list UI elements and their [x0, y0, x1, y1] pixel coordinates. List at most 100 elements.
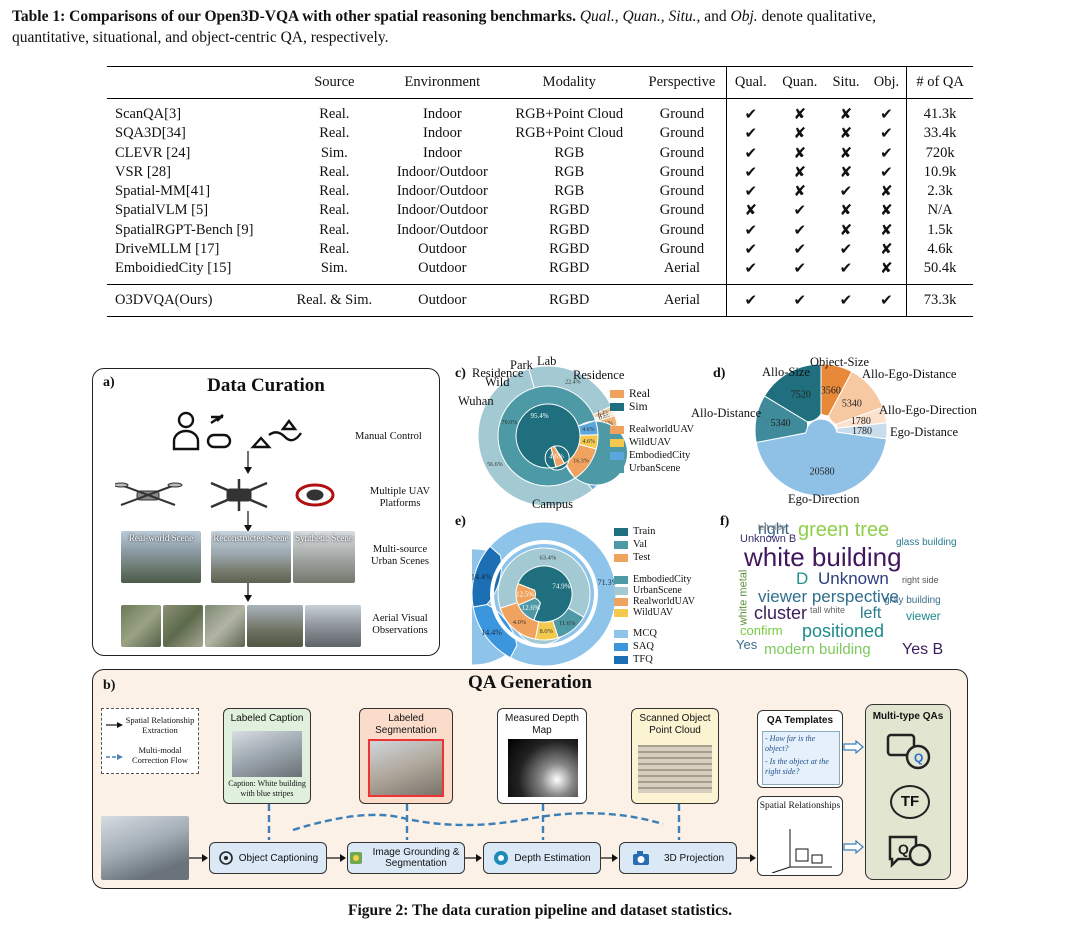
abbr-obj: Obj.	[730, 8, 758, 25]
legend-item: Sim	[610, 401, 648, 413]
table-cell: ✔	[726, 98, 775, 125]
panel-e-label: e)	[455, 514, 466, 529]
table-cell: Ground	[659, 144, 705, 161]
chart-e-middle-label: 8.0%	[540, 628, 554, 635]
real-world-scene-image: Real-world Scene	[121, 531, 201, 583]
panel-d-label: d)	[713, 366, 726, 381]
table-cell: Real.	[319, 106, 350, 122]
table-cell: Sim.	[320, 144, 348, 161]
legend-item: EmbodiedCity	[610, 450, 690, 461]
aerial-observation-image	[305, 605, 361, 647]
down-arrow-icon	[244, 511, 252, 532]
caption-image	[232, 731, 302, 777]
chart-e-inner-label: 74.9%	[552, 583, 570, 591]
table-cell: ✘	[880, 220, 893, 239]
arrow-right-icon	[465, 854, 482, 862]
table-cell: EmboidiedCity [15]	[115, 260, 232, 277]
legend-item: EmbodiedCity	[614, 574, 691, 585]
word-cloud-term: right side	[902, 575, 939, 585]
chart-e-inner-slice	[515, 583, 537, 606]
step-label: Image Grounding & Segmentation	[372, 847, 460, 869]
panel-b-title: QA Generation	[467, 672, 593, 693]
chart-label: Allo-Ego-Direction	[879, 403, 977, 417]
row-label-manual-control: Manual Control	[355, 431, 422, 442]
legend-label: RealworldUAV	[633, 596, 696, 607]
grounding-icon	[350, 852, 362, 864]
card-scanned-point-cloud: Scanned Object Point Cloud	[631, 708, 719, 804]
table-cell: 2.3k	[906, 182, 973, 202]
table-cell: Ground	[659, 163, 705, 180]
table-cell: 33.4k	[906, 124, 973, 144]
legend-label: TFQ	[633, 654, 653, 665]
chart-d-slice	[763, 363, 822, 423]
table-cell: ✔	[880, 105, 893, 123]
multi-type-qas-title: Multi-type QAs	[872, 711, 944, 722]
synthetic-scene-image: Synthetic Scene	[293, 531, 355, 583]
table-cell: CLEVR [24]	[115, 144, 191, 161]
chart-label: Lab	[537, 354, 557, 368]
table-cell: ✘	[793, 124, 807, 143]
down-arrow-icon	[244, 451, 252, 474]
aerial-observation-image	[205, 605, 245, 647]
uav-platforms-icons	[115, 479, 335, 511]
legend-item: UrbanScene	[610, 463, 680, 474]
word-cloud-term: right	[758, 522, 790, 538]
chart-e-middle-label: 4.0%	[513, 619, 527, 626]
legend-item: Val	[614, 539, 647, 550]
table-cell: Real.	[319, 221, 350, 238]
table-cell: Outdoor	[418, 260, 467, 277]
legend-swatch	[614, 608, 628, 617]
panel-qa-generation: b) QA Generation Spatial Relationship Ex…	[92, 669, 968, 889]
table-cell: Aerial	[637, 283, 727, 317]
table-cell: ✔	[774, 283, 826, 317]
table-cell: RGBD	[500, 283, 638, 317]
table-cell: SQA3D[34]	[115, 125, 186, 142]
chart-e-outer-label: 71.3%	[598, 578, 616, 587]
legend-label: WildUAV	[629, 437, 671, 448]
legend-swatch	[610, 403, 624, 411]
chart-d-slice	[755, 418, 887, 497]
multi-type-qas-box: Multi-type QAs Q TF Q	[865, 704, 951, 880]
reconstructed-scene-image: Reconstructed Scene	[211, 531, 291, 583]
chart-e-outer-slice	[472, 545, 502, 608]
table-cell: Ground	[659, 183, 705, 200]
table-cell: ✔	[825, 283, 867, 317]
word-cloud-term: gray building	[884, 595, 941, 606]
card-title: Labeled Caption	[230, 713, 304, 724]
legend-label: Real	[629, 388, 651, 400]
camera-icon	[632, 851, 649, 865]
step-label: 3D Projection	[663, 852, 725, 864]
dashed-arrow-icon	[106, 754, 123, 760]
table-cell: 4.6k	[906, 240, 973, 260]
table-cell: Indoor	[423, 106, 462, 122]
table-cell: ✘	[880, 201, 893, 220]
table-cell: RGB	[554, 144, 585, 161]
table-cell: 1.5k	[906, 220, 973, 241]
table-header-cell: Environment	[383, 66, 501, 99]
table-cell: Real.	[319, 163, 350, 180]
table-header-cell: # of QA	[906, 66, 973, 99]
legend-label: EmbodiedCity	[629, 450, 691, 461]
legend-item: UrbanScene	[614, 585, 682, 596]
chart-d-label: 20580	[810, 466, 835, 477]
table-cell: 41.3k	[906, 98, 973, 125]
table-cell: SpatialRGPT-Bench [9]	[115, 221, 254, 238]
chart-label: Campus	[532, 497, 573, 511]
table-cell: ✔	[726, 259, 775, 285]
table-cell: ✘	[839, 105, 853, 123]
arrow-right-icon	[737, 854, 756, 862]
legend-dashed-label: Multi-modal Correction Flow	[132, 745, 188, 765]
table-cell: ✔	[726, 240, 775, 260]
chart-e-gap-ring	[490, 540, 598, 648]
legend-swatch	[614, 642, 628, 651]
table-cell: ✘	[839, 124, 853, 143]
word-cloud-term: left	[860, 605, 882, 622]
legend-label: UrbanScene	[629, 463, 681, 474]
table-cell: ✘	[839, 201, 853, 220]
legend-label: WildUAV	[633, 607, 673, 618]
spatial-relationships-box: Spatial Relationships	[757, 796, 843, 876]
